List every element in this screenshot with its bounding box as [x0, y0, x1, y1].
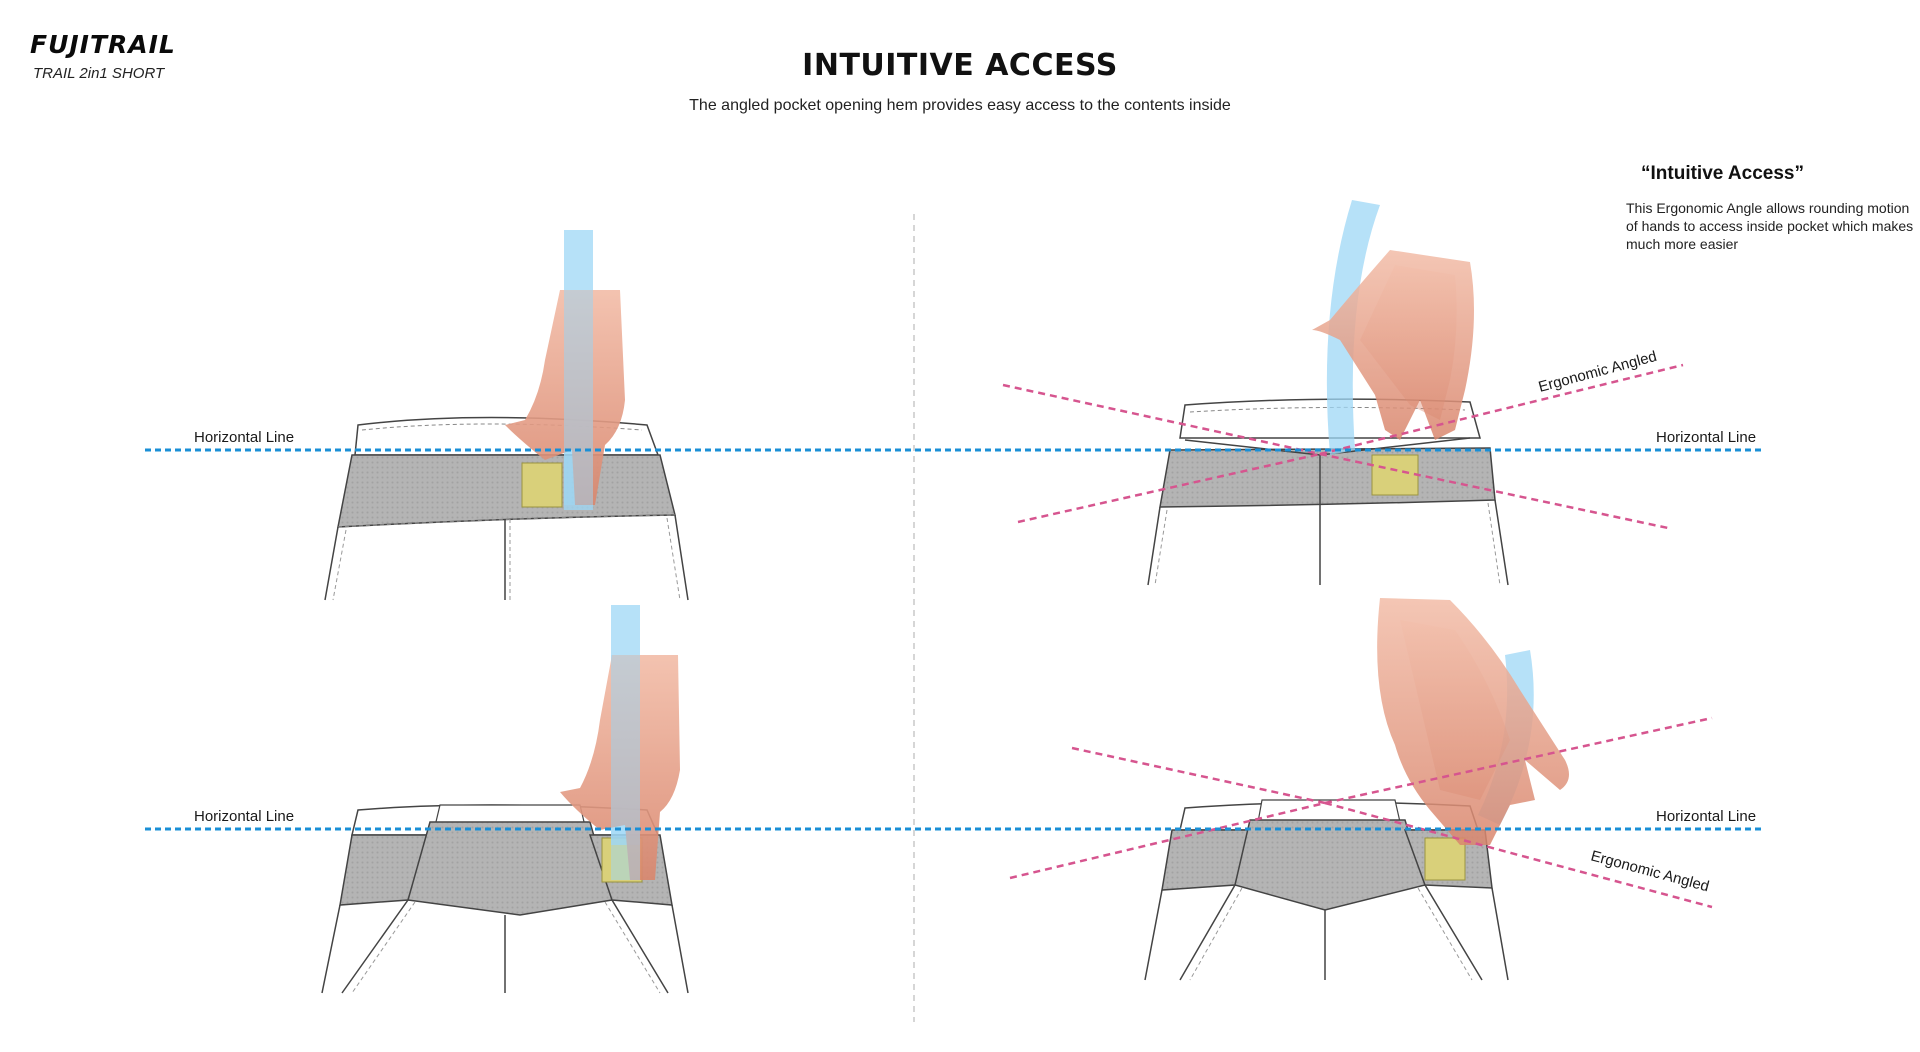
horizontal-line-label: Horizontal Line: [1656, 808, 1756, 825]
callout-text: This Ergonomic Angle allows rounding mot…: [1626, 200, 1914, 252]
pocket-item: [1424, 837, 1466, 881]
ergonomic-line: [1319, 363, 1684, 456]
ergonomic-line: [1009, 801, 1326, 880]
panel-bottom-right: Ergonomic Angled: [1009, 598, 1713, 981]
page-subtitle: The angled pocket opening hem provides e…: [689, 97, 1231, 114]
callout-box: “Intuitive Access” This Ergonomic Angle …: [1626, 163, 1916, 253]
callout-title: “Intuitive Access”: [1641, 163, 1804, 184]
ergonomic-angled-label: Ergonomic Angled: [1589, 847, 1711, 895]
page-header: INTUITIVE ACCESS The angled pocket openi…: [0, 48, 1920, 115]
page-title: INTUITIVE ACCESS: [802, 48, 1118, 83]
pocket-item: [1371, 454, 1419, 496]
ergonomic-line: [1071, 746, 1326, 805]
shorts-illustration: [324, 416, 689, 601]
horizontal-line-label: Horizontal Line: [1656, 429, 1756, 446]
shorts-illustration: [321, 804, 689, 994]
ergonomic-line: [1324, 716, 1713, 805]
pocket-item: [521, 462, 563, 508]
shorts-illustration: [1144, 799, 1509, 981]
horizontal-line-label: Horizontal Line: [194, 808, 294, 825]
panel-bottom-left: [321, 605, 689, 994]
horizontal-line-label: Horizontal Line: [194, 429, 294, 446]
panel-top-right: Ergonomic Angled: [1002, 200, 1684, 586]
brand-logo: FUJITRAIL: [30, 30, 176, 59]
product-name: TRAIL 2in1 SHORT: [33, 65, 165, 82]
panel-top-left: [324, 230, 689, 601]
brand-block: FUJITRAIL TRAIL 2in1 SHORT: [30, 32, 176, 82]
ergonomic-line: [1324, 801, 1713, 909]
ergonomic-line: [1002, 383, 1321, 456]
ergonomic-line: [1017, 452, 1321, 524]
ergonomic-angled-label: Ergonomic Angled: [1537, 348, 1659, 396]
